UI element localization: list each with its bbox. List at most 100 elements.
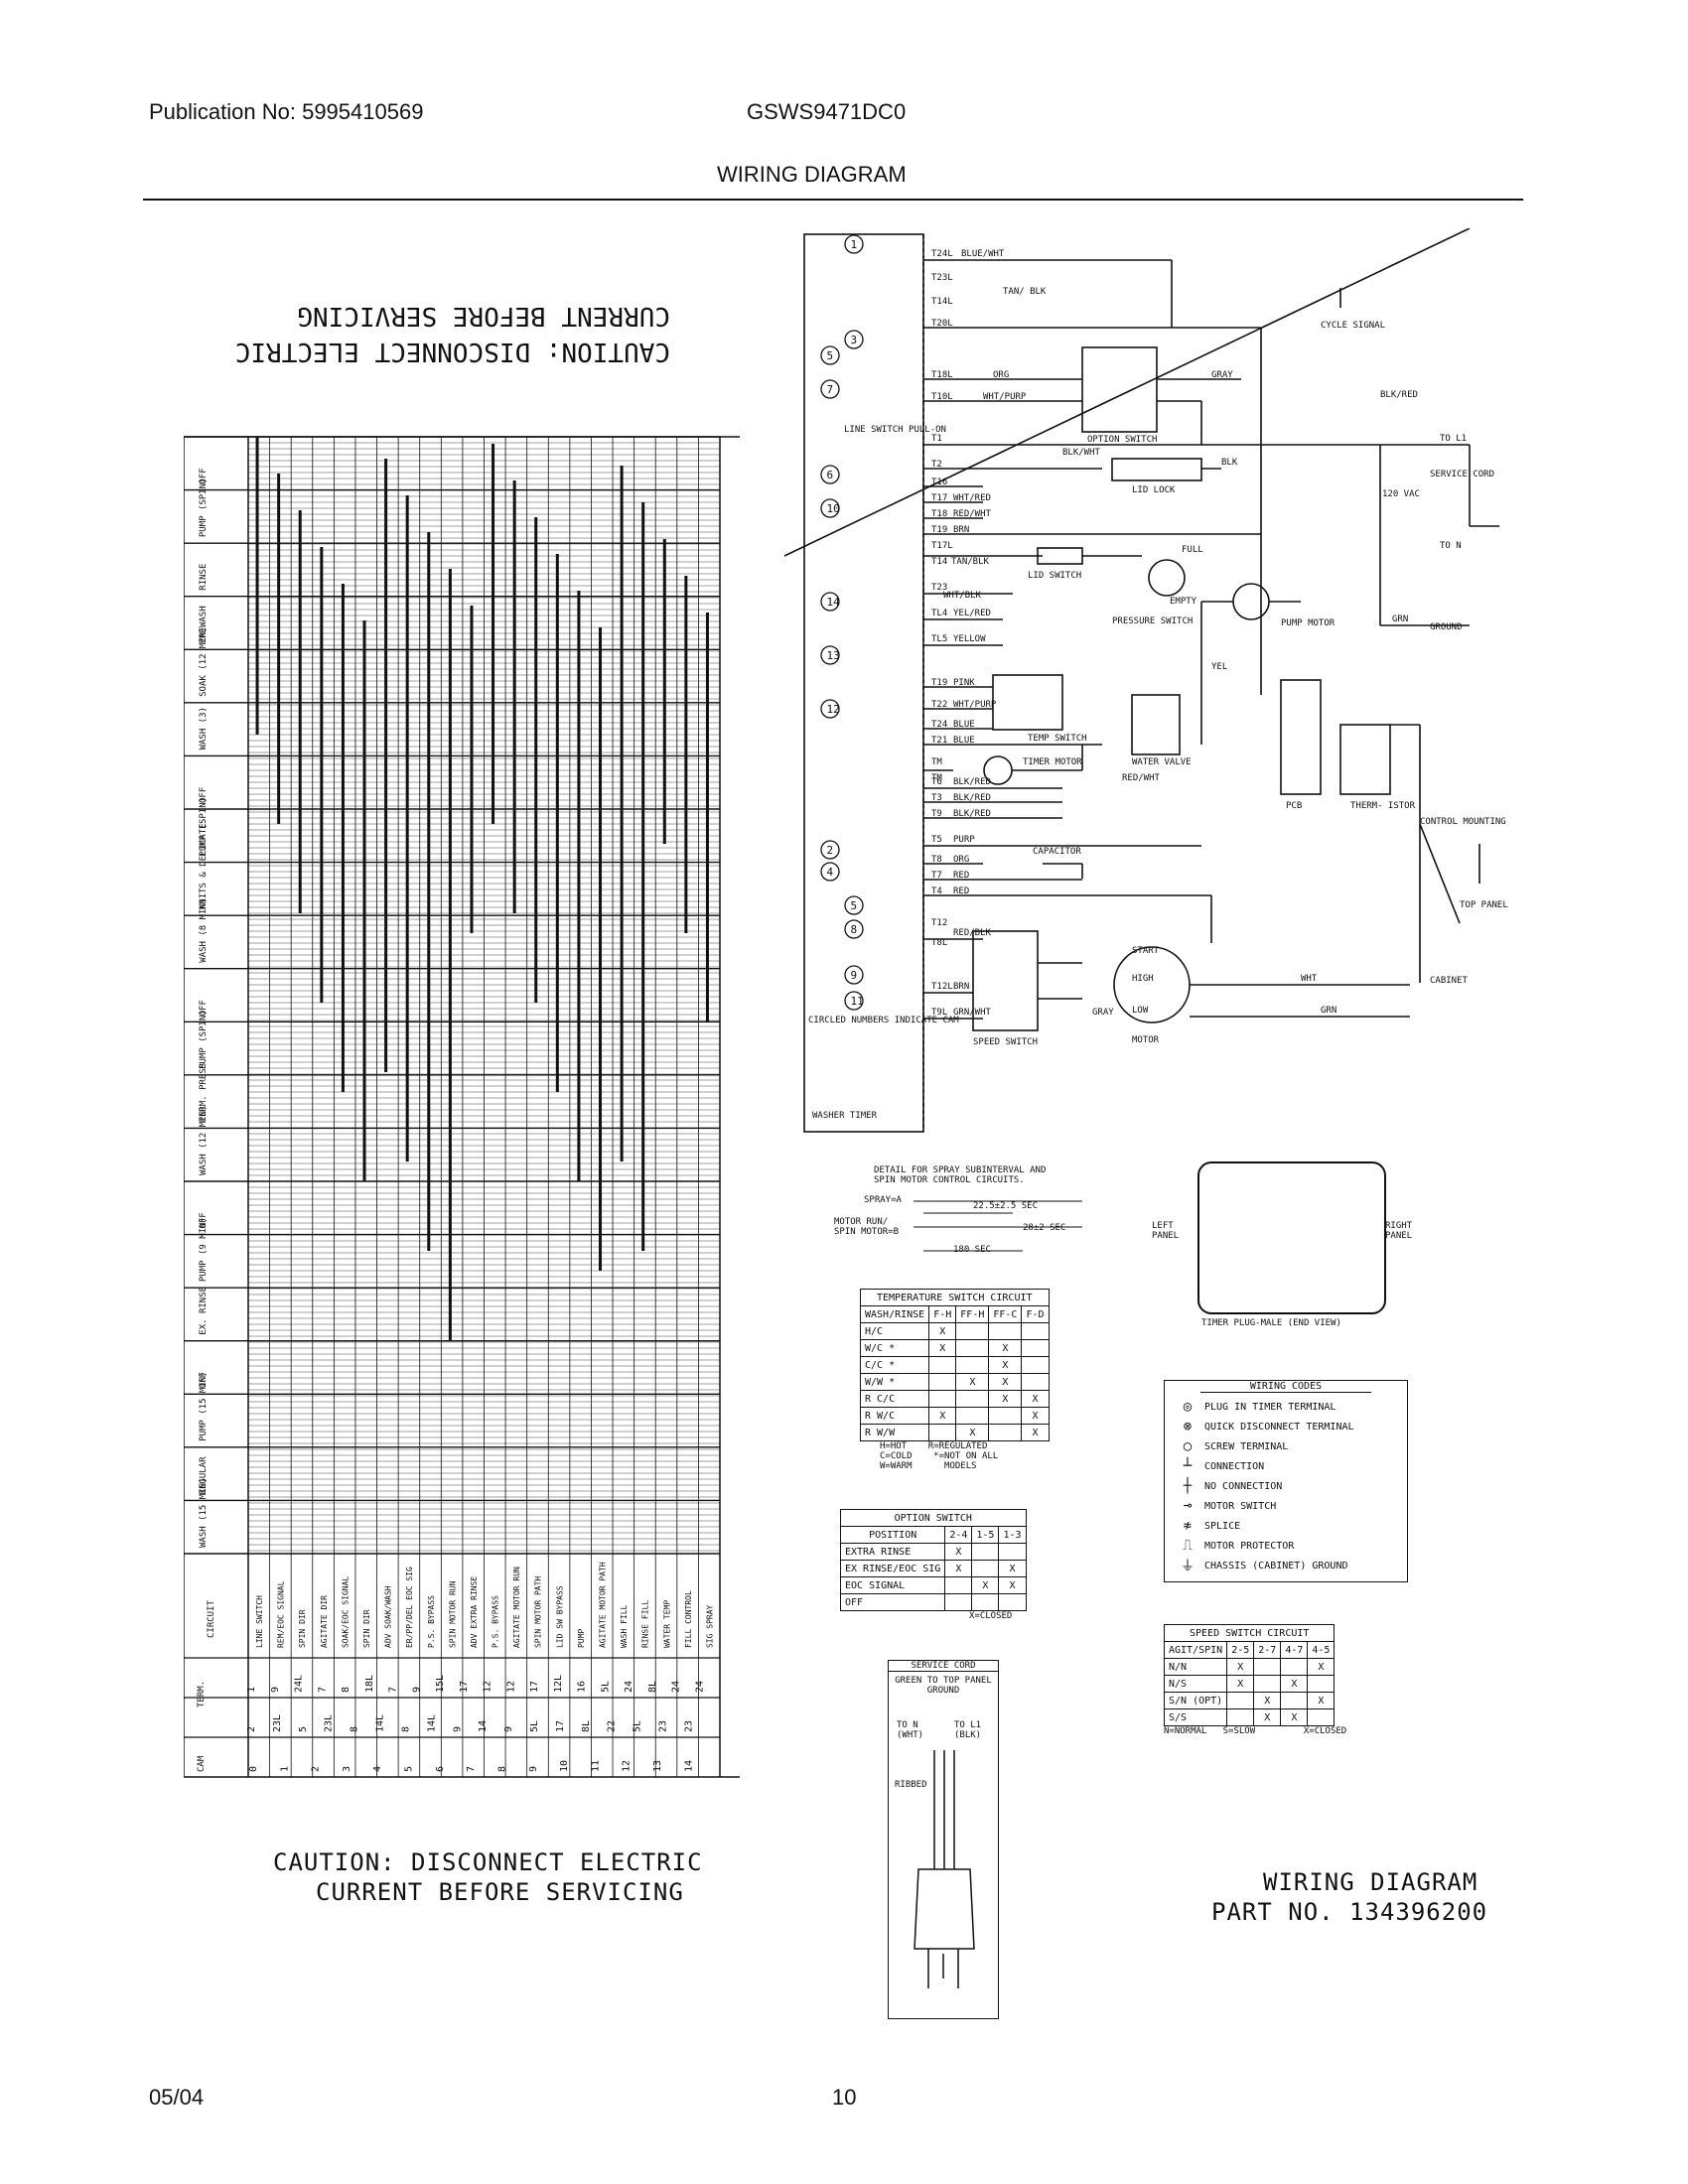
svg-text:CAPACITOR: CAPACITOR	[1033, 847, 1081, 857]
chart-section-label: REGULAR	[199, 1456, 209, 1495]
motor-label: MOTOR RUN/ SPIN MOTOR=B	[834, 1217, 900, 1237]
spray-detail-lines	[914, 1200, 1082, 1252]
svg-text:ORG: ORG	[953, 855, 969, 865]
temp-switch-header-2: FF-H	[955, 1305, 990, 1323]
temp-switch-cell: W/C *	[859, 1339, 930, 1357]
temp-switch-header-4: F-D	[1021, 1305, 1050, 1323]
temp-switch-cell: X	[1021, 1390, 1050, 1408]
speed-switch-cell: X	[1280, 1675, 1309, 1693]
chart-term-value: 9	[411, 1687, 422, 1693]
svg-text:WHT/PURP: WHT/PURP	[983, 392, 1027, 402]
svg-text:YEL/RED: YEL/RED	[953, 609, 991, 618]
cam-circle-icon	[820, 498, 840, 518]
chart-cam-header: CAM	[197, 1755, 207, 1772]
chart-section-label: OFF	[199, 1212, 209, 1228]
rotated-caution-line1: CURRENT BEFORE SERVICING	[297, 301, 670, 331]
chart-cam-bar	[705, 613, 709, 1023]
svg-text:WHT/RED: WHT/RED	[953, 493, 991, 503]
svg-text:T8L: T8L	[931, 938, 947, 948]
part-line-1: WIRING DIAGRAM	[1263, 1868, 1478, 1896]
speed-switch-cell	[1307, 1708, 1336, 1726]
option-switch-header-2: 1-5	[971, 1526, 1000, 1544]
svg-text:OPTION SWITCH: OPTION SWITCH	[1087, 435, 1157, 445]
temp-switch-row: C/C *X	[859, 1356, 1050, 1374]
svg-text:T18: T18	[931, 509, 947, 519]
chart-cam-value: 3	[342, 1766, 352, 1772]
svg-text:T2: T2	[931, 460, 942, 470]
chart-section-label: OFF	[199, 787, 209, 803]
service-cord-green: GREEN TO TOP PANEL GROUND	[895, 1676, 992, 1696]
chart-circuit-label: ADV EXTRA RINSE	[470, 1576, 479, 1648]
option-switch-cell	[998, 1593, 1027, 1611]
svg-text:T19: T19	[931, 678, 947, 688]
service-cord-detail: SERVICE CORD GREEN TO TOP PANEL GROUND T…	[888, 1660, 999, 2019]
chart-cam-bar	[341, 584, 345, 1092]
wiring-code-item: ┴CONNECTION	[1171, 1456, 1401, 1476]
temp-switch-cell: R C/C	[859, 1390, 930, 1408]
svg-text:T21: T21	[931, 736, 947, 746]
chart-cam-bar	[405, 495, 409, 1161]
svg-text:HIGH: HIGH	[1132, 974, 1154, 984]
temp-switch-cell: X	[955, 1424, 990, 1441]
svg-text:T18L: T18L	[931, 370, 953, 380]
chart-cam-bar	[684, 576, 688, 933]
chart-term-value: 14L	[375, 1714, 386, 1732]
chart-circuit-label: SIG SPRAY	[705, 1604, 714, 1648]
temp-switch-cell: R W/C	[859, 1407, 930, 1425]
svg-text:EMPTY: EMPTY	[1170, 597, 1197, 607]
svg-text:TAN/ BLK: TAN/ BLK	[1003, 287, 1047, 297]
chart-circuit-label: REM/EOC SIGNAL	[277, 1580, 286, 1648]
chart-circuit-label: AGITATE MOTOR PATH	[598, 1562, 607, 1648]
svg-text:WASHER TIMER: WASHER TIMER	[812, 1111, 878, 1121]
spray-time-2: 28±2 SEC	[1023, 1223, 1066, 1233]
speed-switch-cell: S/S	[1163, 1708, 1228, 1726]
chart-term-value: 14L	[426, 1714, 437, 1732]
wiring-code-text: SCREW TERMINAL	[1204, 1440, 1289, 1452]
wiring-code-item: ⊗QUICK DISCONNECT TERMINAL	[1171, 1417, 1401, 1436]
svg-text:FULL: FULL	[1182, 545, 1203, 555]
temp-switch-cell: X	[1021, 1424, 1050, 1441]
chart-section-label: PUMP (9 MIN)	[199, 1217, 209, 1282]
chart-term-value: 17	[555, 1720, 566, 1732]
svg-text:T19: T19	[931, 525, 947, 535]
chart-term-value: 12	[483, 1681, 493, 1693]
speed-switch-header-4: 4-5	[1307, 1641, 1336, 1659]
schematic-labels: T24L BLUE/WHT T23L T14L TAN/ BLK T20L T1…	[808, 249, 1509, 1121]
speed-switch-cell	[1226, 1692, 1255, 1709]
svg-text:SPEED SWITCH: SPEED SWITCH	[973, 1037, 1038, 1047]
svg-text:T24: T24	[931, 720, 947, 730]
svg-text:BLK/RED: BLK/RED	[953, 793, 991, 803]
svg-text:THERM- ISTOR: THERM- ISTOR	[1350, 801, 1416, 811]
svg-text:BLK/RED: BLK/RED	[953, 777, 991, 787]
chart-cam-value: 5	[404, 1766, 415, 1772]
cam-circle-icon	[844, 991, 864, 1011]
wiring-code-item: ≉SPLICE	[1171, 1516, 1401, 1536]
speed-switch-cell	[1280, 1658, 1309, 1676]
chart-cam-value: 7	[466, 1766, 477, 1772]
chart-cam-bar	[255, 437, 259, 735]
chart-cam-bar	[492, 444, 495, 824]
speed-switch-header-0: AGIT/SPIN	[1163, 1641, 1228, 1659]
chart-term-value: 23	[683, 1720, 694, 1732]
svg-text:RED: RED	[953, 871, 969, 881]
wiring-code-text: CONNECTION	[1204, 1460, 1265, 1472]
svg-text:BLUE: BLUE	[953, 720, 975, 730]
option-switch-cell: X	[998, 1576, 1027, 1594]
cam-number: 2	[827, 844, 834, 857]
option-switch-cell	[971, 1593, 1000, 1611]
chart-cam-bar	[470, 606, 474, 933]
svg-text:T17L: T17L	[931, 541, 953, 551]
cam-circle-icon	[820, 699, 840, 719]
chart-cam-value: 4	[372, 1766, 383, 1772]
temp-switch-cell: X	[988, 1373, 1023, 1391]
speed-switch-cell: X	[1253, 1692, 1282, 1709]
cam-circle-icon	[820, 840, 840, 860]
cam-number: 13	[827, 649, 840, 662]
cam-circle-icon	[844, 965, 864, 985]
timer-plug-caption: TIMER PLUG-MALE (END VIEW)	[1201, 1318, 1341, 1328]
svg-text:TO N: TO N	[1440, 541, 1462, 551]
motor-symbol	[1113, 946, 1191, 1024]
